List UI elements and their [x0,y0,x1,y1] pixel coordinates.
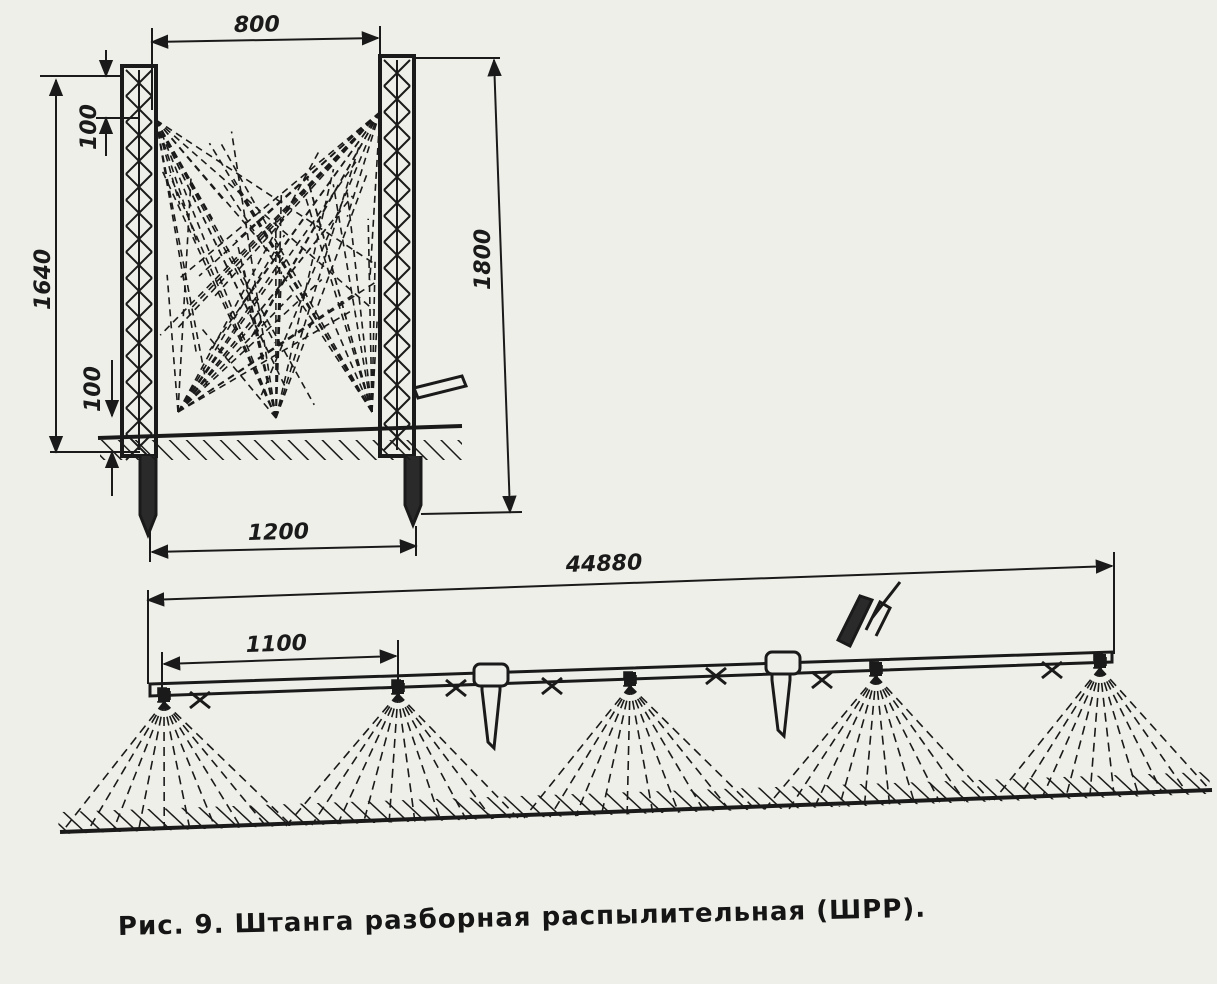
label-1640: 1640 [31,249,56,310]
spray-line [156,120,269,252]
dim-line-800 [152,38,378,42]
spray-line [1100,668,1210,790]
right-stake [405,456,421,525]
spray-line [156,120,375,264]
end-tag [838,596,872,646]
label-1200: 1200 [248,519,310,546]
spray-line [328,310,372,412]
spray-line [1100,668,1186,791]
support-clamp-1 [474,664,508,686]
spray-line [178,179,191,412]
spray-line [1100,668,1162,792]
dim-ext-1800-bottom [421,512,522,514]
boom-fitting [812,672,832,688]
nozzle [1094,654,1106,668]
label-1100: 1100 [245,631,307,658]
spray-line [276,145,359,418]
label-44880: 44880 [564,550,642,578]
boom-view [58,582,1212,834]
nozzle [158,688,170,702]
support-clamp-2 [766,652,800,674]
label-100-top: 100 [77,104,102,150]
left-mast-lattice [126,70,152,460]
spray-line [160,112,380,335]
label-800: 800 [234,12,280,38]
dim-line-1100 [164,656,396,664]
dim-line-1200 [152,546,416,552]
end-tag-scribble [866,582,900,636]
frame-view [98,56,466,535]
ground-line-top [98,426,462,438]
spray-line [178,309,354,412]
nozzle [870,662,882,676]
label-100-bottom: 100 [81,366,106,412]
ground-hatch-top [100,440,462,460]
left-stake [140,456,156,535]
spray-line [178,295,292,412]
spray-line [241,112,380,305]
right-mast-lattice [384,60,410,450]
frame-spray [156,112,380,418]
label-1800: 1800 [471,229,496,290]
dim-line-1800 [494,60,510,512]
spray-line [1100,668,1138,793]
spray-line [167,275,178,412]
spray-line [303,190,372,412]
spray-line [178,281,378,412]
nozzle [624,672,636,686]
handle [414,376,466,398]
spray-line [232,131,276,418]
nozzle [392,680,404,694]
spray-line [876,676,990,800]
